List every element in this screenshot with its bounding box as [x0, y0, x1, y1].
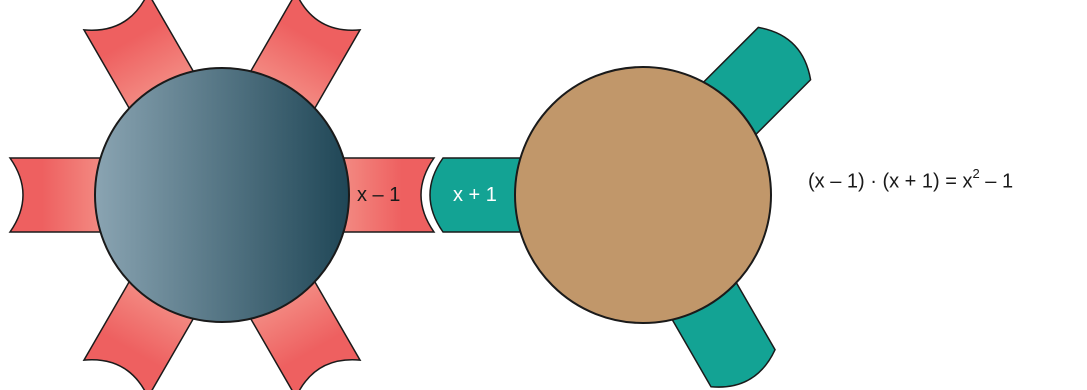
right-molecule-label: x + 1 [453, 184, 497, 206]
left-molecule-label: x – 1 [357, 184, 400, 206]
equation: (x – 1) · (x + 1) = x2 – 1 [808, 166, 1014, 194]
right-molecule-core [514, 66, 772, 324]
left-molecule-core [94, 67, 350, 323]
equation-rhs: – 1 [979, 170, 1014, 193]
left-molecule: x – 1 [8, 0, 436, 390]
right-molecule: x + 1 [429, 26, 812, 388]
equation-exponent: 2 [972, 166, 980, 181]
equation-lhs: (x – 1) · (x + 1) = x [808, 170, 973, 193]
